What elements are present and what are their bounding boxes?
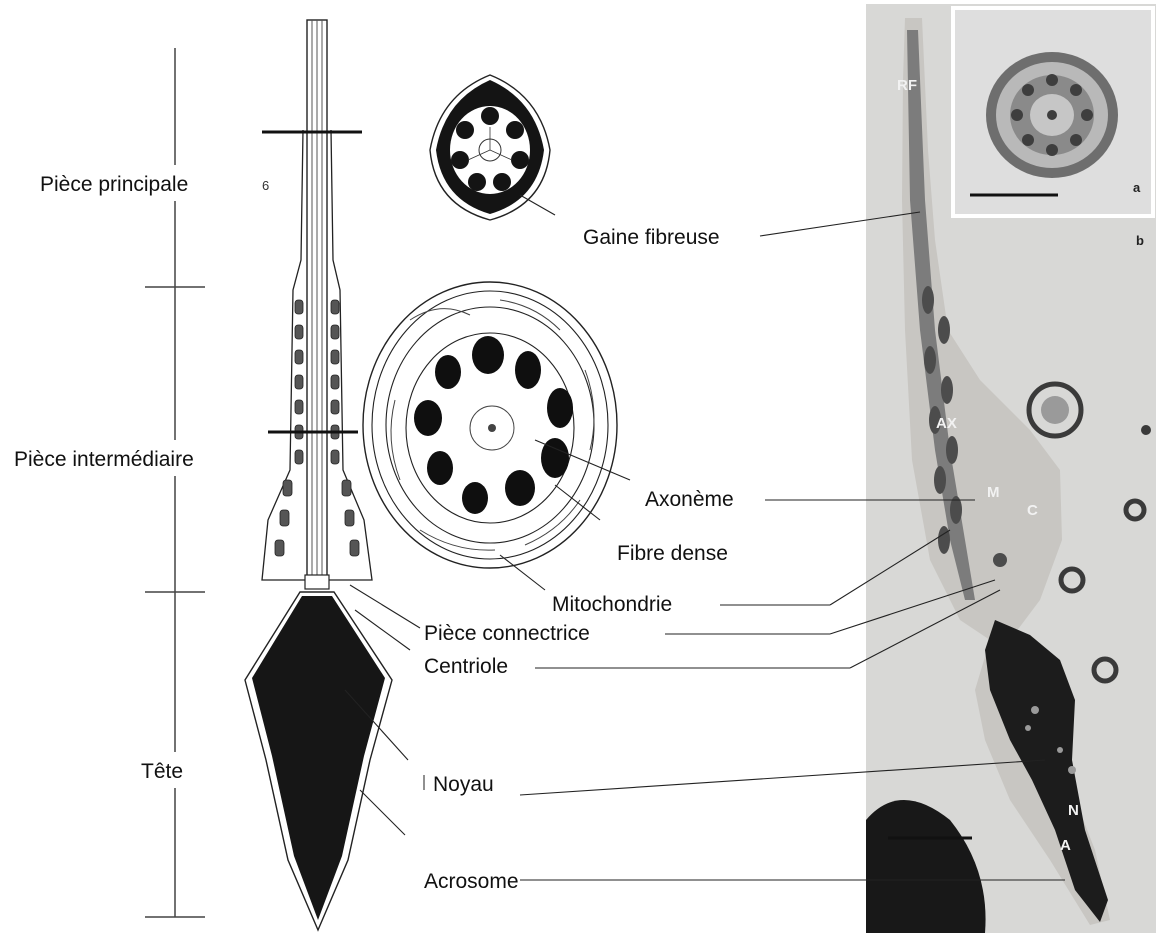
region-label-intermediate: Pièce intermédiaire	[14, 448, 194, 471]
label-n: N	[1068, 802, 1079, 819]
panel-label-a: a	[1133, 180, 1141, 195]
label-c: C	[1027, 502, 1038, 519]
cross-section-principal	[430, 75, 550, 220]
region-label-principal: Pièce principale	[40, 173, 188, 196]
stray-mark: 6	[262, 178, 269, 193]
label-a: A	[1060, 837, 1071, 854]
label-fibre-dense: Fibre dense	[617, 542, 728, 565]
label-m: M	[987, 484, 1000, 501]
label-axoneme: Axonème	[645, 488, 734, 511]
label-piece-connectrice: Pièce connectrice	[424, 622, 590, 645]
label-rf: RF	[897, 77, 917, 94]
label-noyau: Noyau	[433, 773, 494, 796]
label-ax: AX	[936, 415, 957, 432]
label-acrosome: Acrosome	[424, 870, 519, 893]
label-centriole: Centriole	[424, 655, 508, 678]
electron-micrograph: RF AX M C N A a b	[866, 4, 1156, 933]
label-gaine-fibreuse: Gaine fibreuse	[583, 226, 720, 249]
panel-label-b: b	[1136, 233, 1144, 248]
cross-section-intermediate	[363, 282, 617, 568]
label-mitochondrie: Mitochondrie	[552, 593, 672, 616]
region-label-head: Tête	[141, 760, 183, 783]
sperm-schematic	[245, 20, 392, 930]
